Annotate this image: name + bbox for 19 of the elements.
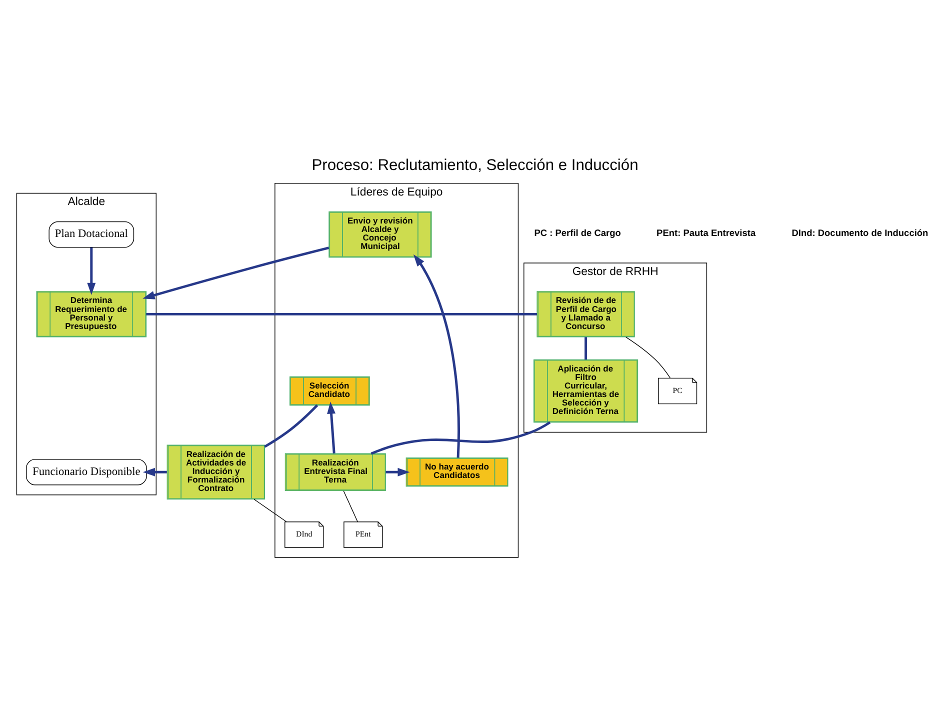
arrow [413, 254, 460, 458]
diagram-title: Proceso: Reclutamiento, Selección e Inducción [312, 156, 638, 174]
arrow [142, 246, 330, 299]
label: PC : Perfil de Cargo [534, 228, 621, 238]
connector [264, 404, 318, 448]
label: PEnt: Pauta Entrevista [656, 228, 756, 238]
node-box: Plan Dotacional [48, 220, 134, 248]
label: DInd: Documento de Inducción [792, 228, 928, 238]
node-box: Funcionario Disponible [26, 458, 147, 485]
arrow [327, 401, 336, 453]
connector [254, 498, 287, 522]
connector [343, 490, 358, 522]
connector [626, 336, 671, 378]
arrow [87, 246, 96, 295]
connector [146, 312, 538, 315]
connector [584, 336, 588, 360]
arrow [142, 467, 167, 476]
connector [370, 420, 551, 454]
arrow [386, 467, 410, 476]
